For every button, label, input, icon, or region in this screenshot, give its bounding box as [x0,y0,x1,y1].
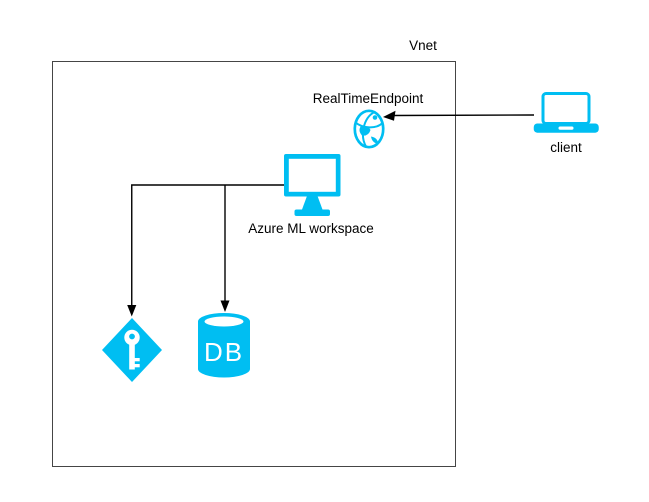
laptop-icon [533,92,599,133]
key-vault-icon [102,318,162,382]
client-label: client [550,140,582,155]
vnet-label: Vnet [409,38,437,53]
endpoint-label: RealTimeEndpoint [312,91,424,106]
monitor-icon [284,154,341,216]
globe-icon [353,109,385,149]
database-badge: DB [204,337,244,367]
database-icon: DB [198,313,250,378]
vnet-boundary-box [52,61,456,467]
workspace-label: Azure ML workspace [248,221,374,236]
